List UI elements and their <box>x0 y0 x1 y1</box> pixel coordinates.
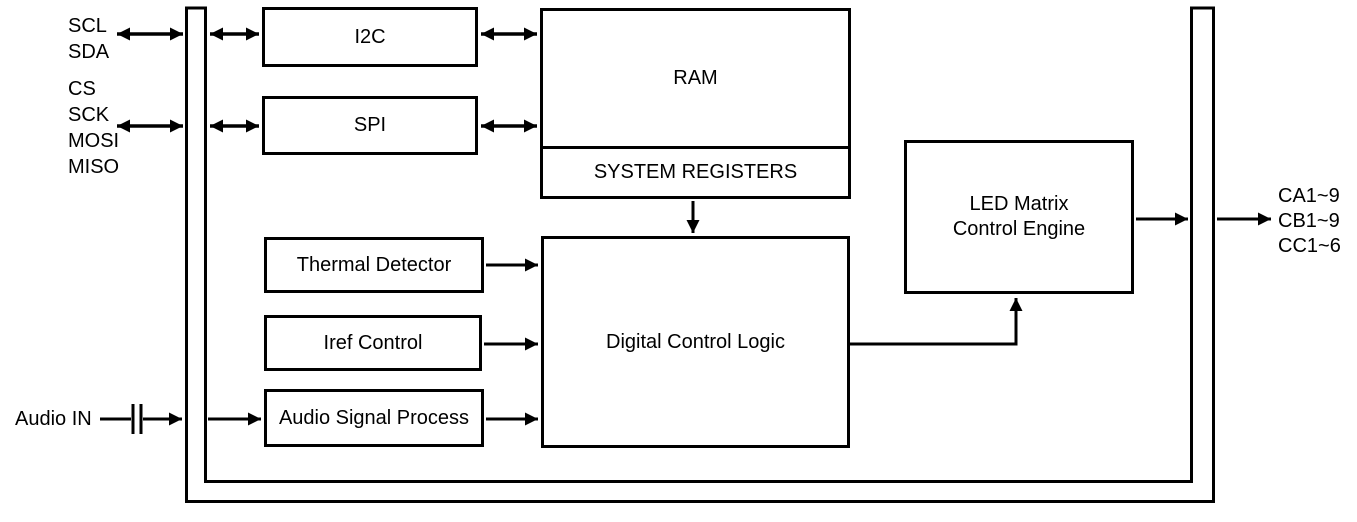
pin-label-ca: CA1~9 <box>1278 185 1340 207</box>
thermal-detector-label: Thermal Detector <box>296 253 452 276</box>
i2c-block: I2C <box>262 7 478 67</box>
pin-label-cs: CS <box>68 78 96 100</box>
thermal-detector-block: Thermal Detector <box>264 237 484 293</box>
pin-label-sda: SDA <box>68 41 110 63</box>
pin-label-cb: CB1~9 <box>1278 210 1340 232</box>
digital-control-logic-label: Digital Control Logic <box>606 330 785 353</box>
system-registers-label: SYSTEM REGISTERS <box>593 161 798 183</box>
iref-control-block: Iref Control <box>264 315 482 371</box>
digital-control-logic-block: Digital Control Logic <box>541 236 850 448</box>
audio-signal-process-block: Audio Signal Process <box>264 389 484 447</box>
led-matrix-control-engine-block: LED Matrix Control Engine <box>904 140 1134 294</box>
spi-block-label: SPI <box>353 114 387 136</box>
audio-in-label: Audio IN <box>15 408 92 430</box>
pin-label-sck: SCK <box>68 104 110 126</box>
led-matrix-label-line2: Control Engine <box>952 218 1086 240</box>
i2c-pin-labels: SCL SDA <box>68 13 109 65</box>
audio-signal-process-label: Audio Signal Process <box>278 406 470 429</box>
spi-block: SPI <box>262 96 478 155</box>
ram-section: RAM <box>543 11 848 146</box>
pin-label-miso: MISO <box>68 156 120 178</box>
output-pin-labels: CA1~9 CB1~9 CC1~6 <box>1278 184 1341 259</box>
ram-label: RAM <box>673 67 718 89</box>
pin-label-scl: SCL <box>68 15 107 37</box>
pin-label-mosi: MOSI <box>68 130 120 152</box>
iref-control-label: Iref Control <box>323 331 423 354</box>
system-registers-section: SYSTEM REGISTERS <box>543 146 848 196</box>
i2c-block-label: I2C <box>354 25 386 48</box>
led-matrix-label-line1: LED Matrix <box>969 193 1069 215</box>
pin-label-cc: CC1~6 <box>1278 235 1341 257</box>
spi-pin-labels: CS SCK MOSI MISO <box>68 76 119 180</box>
audio-in-input-path <box>100 404 182 434</box>
dcl-led-matrix-arrow <box>850 298 1023 346</box>
ram-system-registers-block: RAM SYSTEM REGISTERS <box>540 8 851 199</box>
